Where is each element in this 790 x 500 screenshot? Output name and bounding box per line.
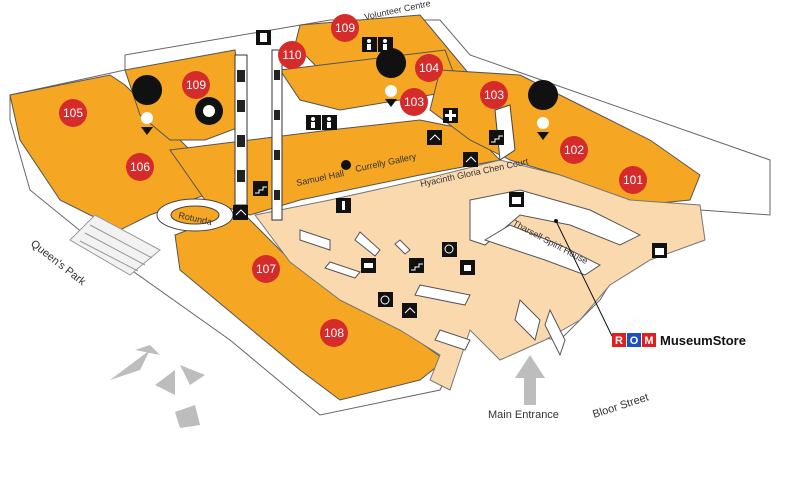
entrance-arrow-icon[interactable] xyxy=(515,355,545,405)
first-aid-icon[interactable] xyxy=(443,108,458,123)
room-107-badge[interactable]: 107 xyxy=(252,255,280,283)
coat-check-icon[interactable] xyxy=(463,152,478,167)
svg-text:106: 106 xyxy=(130,160,150,174)
totem-pole-2 xyxy=(271,49,283,221)
logo-letter-r: R xyxy=(615,335,623,347)
store-pointer-line xyxy=(555,220,613,337)
svg-text:105: 105 xyxy=(63,106,83,120)
logo-letter-m: M xyxy=(644,335,653,347)
svg-text:107: 107 xyxy=(256,262,276,276)
svg-text:110: 110 xyxy=(282,48,301,62)
svg-text:109: 109 xyxy=(186,78,206,92)
accessible-icon[interactable] xyxy=(378,292,393,307)
partitions xyxy=(299,229,566,357)
room-106-badge[interactable]: 106 xyxy=(126,153,154,181)
svg-text:103: 103 xyxy=(404,95,424,109)
rotunda xyxy=(156,198,234,232)
crest-icon[interactable] xyxy=(195,97,223,125)
front-stairs xyxy=(69,214,161,276)
museum-store-logo[interactable]: R O M MuseumStore xyxy=(612,333,746,348)
svg-text:104: 104 xyxy=(419,61,439,75)
info-icon[interactable] xyxy=(336,198,351,213)
accessible-icon[interactable] xyxy=(442,242,457,257)
room-103-badge[interactable]: 103 xyxy=(480,81,508,109)
gift-icon[interactable] xyxy=(509,192,524,207)
room-101-badge[interactable]: 101 xyxy=(619,166,647,194)
crest-icon[interactable] xyxy=(528,80,559,140)
room-109-badge[interactable]: 109 xyxy=(331,14,359,42)
logo-letter-o: O xyxy=(630,335,639,347)
room-103-badge[interactable]: 103 xyxy=(400,88,428,116)
svg-text:102: 102 xyxy=(564,143,584,157)
totem-pole-1 xyxy=(234,54,248,206)
room-110-badge[interactable]: 110 xyxy=(278,41,306,69)
coat-check-icon[interactable] xyxy=(402,303,417,318)
restroom-icon[interactable] xyxy=(306,115,321,130)
gallery-bird-icon xyxy=(341,160,351,170)
crest-pins xyxy=(132,48,559,170)
room-badges: 105 106 109 109 110 104 103 103 102 101 … xyxy=(59,14,647,347)
stairs-icon[interactable] xyxy=(253,181,268,196)
gallery-wings xyxy=(9,14,701,401)
coat-check-icon[interactable] xyxy=(427,130,442,145)
stairs-icon[interactable] xyxy=(409,258,424,273)
coat-check-icon[interactable] xyxy=(233,205,248,220)
main-entrance-label[interactable]: Main Entrance xyxy=(488,409,559,421)
restroom-icon[interactable] xyxy=(378,37,393,52)
svg-text:109: 109 xyxy=(335,21,355,35)
room-108-badge[interactable]: 108 xyxy=(320,319,348,347)
restroom-icon[interactable] xyxy=(322,115,337,130)
washroom-icon[interactable] xyxy=(362,37,377,52)
compass-icon xyxy=(110,345,205,428)
svg-text:103: 103 xyxy=(484,88,504,102)
bloor-street-label: Bloor Street xyxy=(591,391,650,420)
tickets-icon[interactable] xyxy=(361,258,376,273)
crest-icon[interactable] xyxy=(132,75,163,135)
room-105-badge[interactable]: 105 xyxy=(59,99,87,127)
facility-icons xyxy=(233,30,667,318)
elevator-icon[interactable] xyxy=(256,30,271,45)
room-104-badge[interactable]: 104 xyxy=(415,54,443,82)
crest-icon[interactable] xyxy=(376,48,407,107)
gift-icon[interactable] xyxy=(652,243,667,258)
room-102-badge[interactable]: 102 xyxy=(560,136,588,164)
room-109-badge[interactable]: 109 xyxy=(182,71,210,99)
wing-107-108[interactable] xyxy=(174,209,446,401)
coffee-icon[interactable] xyxy=(460,260,475,275)
museum-store-label: MuseumStore xyxy=(660,333,746,348)
svg-text:101: 101 xyxy=(623,173,643,187)
stairs-icon[interactable] xyxy=(489,130,504,145)
svg-text:108: 108 xyxy=(324,326,344,340)
